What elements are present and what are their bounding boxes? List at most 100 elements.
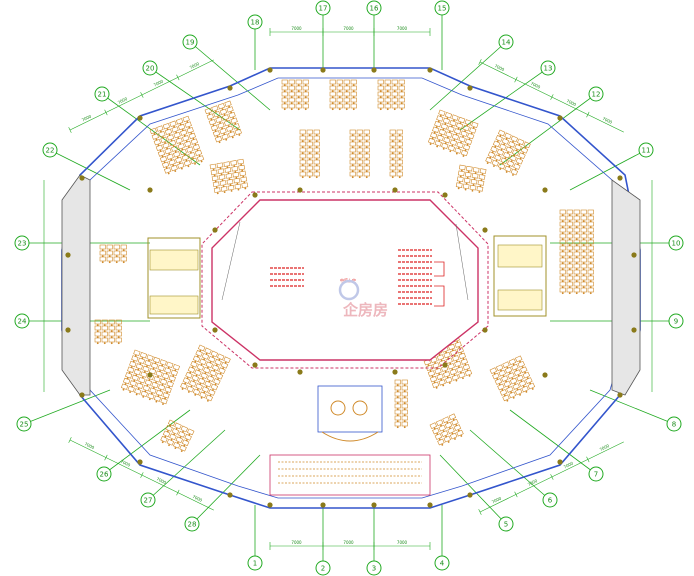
cluster-top-3 — [377, 79, 405, 111]
chair — [301, 146, 304, 149]
chair — [589, 262, 592, 265]
desk — [521, 385, 529, 393]
desk — [398, 79, 405, 85]
note-bracket — [434, 261, 445, 307]
chair — [403, 414, 406, 417]
desk — [566, 257, 573, 263]
desk — [438, 379, 446, 386]
chair — [110, 324, 113, 327]
desk — [497, 383, 505, 391]
desk — [512, 383, 520, 390]
desk — [343, 97, 350, 103]
chair — [391, 158, 394, 161]
chair — [283, 108, 286, 111]
chair — [338, 102, 341, 105]
desk — [458, 136, 466, 143]
desk — [220, 361, 229, 369]
desk — [299, 129, 306, 135]
desk — [469, 184, 477, 191]
desk — [447, 363, 455, 370]
chair — [117, 336, 120, 339]
desk — [133, 349, 141, 357]
chair — [575, 226, 578, 229]
desk — [214, 135, 223, 143]
chair — [358, 164, 361, 167]
desk — [170, 164, 178, 172]
axis-22-bubble — [42, 142, 58, 158]
desk — [288, 103, 295, 109]
axis-11-label: 11 — [642, 147, 651, 155]
axis-15-bubble — [434, 0, 450, 16]
desk — [391, 97, 398, 103]
desk — [101, 325, 108, 331]
desk — [587, 233, 594, 239]
desk — [429, 422, 438, 430]
lower-right-dim-tick — [478, 509, 482, 515]
axis-14-label: 14 — [502, 39, 511, 47]
axis-15-label: 15 — [438, 5, 447, 13]
desk — [223, 119, 232, 127]
desk — [175, 118, 184, 125]
desk — [427, 137, 436, 145]
axis-27-bubble — [140, 492, 156, 508]
chair — [561, 232, 564, 235]
desk — [434, 120, 442, 128]
desk — [580, 269, 587, 275]
desk — [464, 171, 472, 178]
desk — [435, 419, 444, 427]
desk — [476, 186, 484, 192]
desk — [288, 79, 295, 85]
desk — [204, 347, 212, 355]
chair — [493, 165, 495, 167]
chair — [460, 435, 463, 437]
desk — [471, 121, 479, 128]
column — [442, 192, 448, 198]
chair — [351, 170, 354, 173]
desk — [449, 432, 458, 440]
desk — [566, 287, 573, 293]
chair — [391, 146, 394, 149]
chair — [582, 232, 585, 235]
desk — [115, 319, 122, 325]
chair — [575, 256, 578, 259]
chair — [582, 238, 585, 241]
desk — [389, 165, 396, 171]
chair — [396, 420, 399, 423]
desk — [504, 165, 512, 173]
chair — [582, 292, 585, 295]
cluster-ul-3 — [209, 158, 249, 195]
desk — [302, 103, 309, 109]
desk — [363, 135, 370, 141]
desk — [580, 275, 587, 281]
desk — [202, 366, 211, 374]
lower-left-dim-tick — [176, 489, 180, 496]
chair — [301, 164, 304, 167]
desk — [127, 366, 135, 373]
chair — [379, 102, 382, 105]
chair — [358, 134, 361, 137]
desk — [587, 221, 594, 227]
column — [65, 327, 71, 333]
chair — [96, 342, 99, 345]
desk — [451, 114, 459, 121]
axis-6-bubble — [542, 492, 558, 508]
chair — [301, 158, 304, 161]
desk — [281, 97, 288, 103]
axis-26-bubble — [96, 466, 112, 482]
chair — [568, 274, 571, 277]
chair — [391, 152, 394, 155]
desk — [447, 125, 455, 133]
desk — [217, 168, 225, 174]
desk — [208, 389, 216, 396]
desk — [221, 114, 230, 121]
chair — [386, 90, 389, 93]
desk — [363, 129, 370, 135]
axis-13-label: 13 — [544, 65, 553, 73]
desk — [377, 97, 384, 103]
desk — [144, 379, 153, 386]
chair — [180, 167, 183, 170]
upper-left-dim-value: 7000 — [117, 96, 129, 105]
desk — [156, 125, 164, 132]
desk — [363, 153, 370, 159]
chair — [352, 96, 355, 99]
